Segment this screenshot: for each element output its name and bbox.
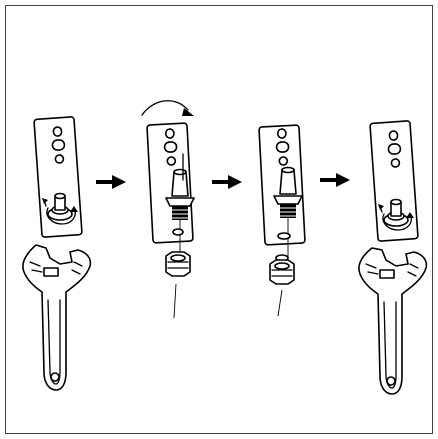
plate-icon — [33, 116, 83, 238]
right-arrow-icon — [96, 175, 126, 189]
step-2 — [141, 100, 195, 319]
step-1 — [22, 116, 92, 391]
bolt-icon — [165, 153, 195, 256]
nut-icon — [165, 251, 191, 319]
step-4 — [358, 120, 428, 395]
rotation-arrow-icon — [42, 198, 78, 225]
curved-arrow-icon — [141, 100, 194, 116]
right-arrow-icon — [212, 175, 242, 189]
bolt-icon — [383, 198, 409, 227]
bolt-icon — [47, 192, 73, 221]
adjustable-wrench-icon — [358, 247, 428, 395]
washer-icon — [172, 228, 184, 236]
step-3 — [258, 124, 306, 317]
right-arrow-icon — [320, 173, 350, 187]
adjustable-wrench-icon — [22, 244, 92, 391]
bolt-icon — [273, 166, 303, 262]
nut-icon — [269, 259, 295, 317]
rotation-arrow-icon — [378, 204, 414, 231]
